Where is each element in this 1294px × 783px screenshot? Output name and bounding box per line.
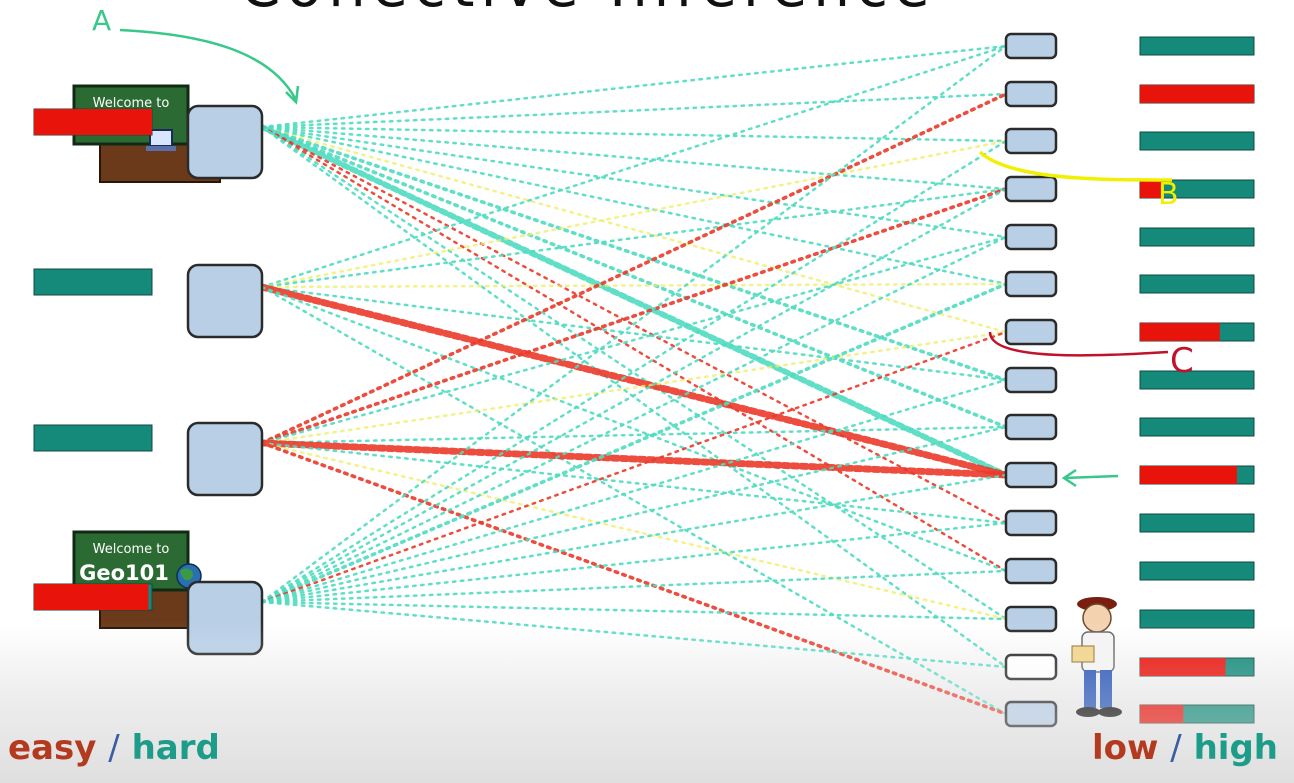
edge	[260, 425, 1008, 445]
edge	[260, 125, 1008, 669]
edge	[260, 139, 1008, 604]
slide-title: Collective Inference	[240, 0, 1200, 16]
edge	[260, 285, 1008, 573]
left-node	[186, 263, 264, 339]
right-node	[1004, 223, 1058, 251]
left-bar	[33, 108, 153, 136]
edge	[260, 125, 1008, 143]
right-bar	[1139, 417, 1255, 437]
legend-high: high	[1193, 728, 1278, 768]
legend-low: low	[1092, 728, 1159, 768]
right-bar	[1139, 370, 1255, 390]
annotation-b-label: B	[1158, 177, 1179, 212]
edge	[260, 378, 1008, 604]
left-bar	[33, 583, 153, 611]
left-bar	[33, 268, 153, 296]
edge	[260, 125, 1008, 429]
right-bar	[1139, 513, 1255, 533]
edge	[260, 441, 1008, 621]
sign-line1: Welcome to	[93, 96, 170, 111]
legend-separator: /	[108, 728, 120, 768]
right-bar	[1139, 36, 1255, 56]
right-bar	[1139, 227, 1255, 247]
right-bar	[1139, 322, 1255, 342]
annotation-arrow	[1061, 468, 1119, 488]
computer-icon	[146, 129, 176, 151]
edge	[260, 282, 1008, 604]
right-node	[1004, 175, 1058, 203]
annotation-a: A	[92, 4, 300, 105]
left-node	[186, 421, 264, 497]
edge	[260, 521, 1008, 604]
edge	[260, 125, 1008, 382]
edge	[258, 283, 1010, 479]
legend-separator: /	[1170, 728, 1182, 768]
right-node	[1004, 32, 1058, 60]
sign-line1: Welcome to	[93, 542, 170, 557]
edges-layer	[258, 44, 1010, 716]
right-node	[1004, 366, 1058, 394]
right-node	[1004, 557, 1058, 585]
edge	[260, 425, 1008, 604]
annotation-c-label: C	[1170, 341, 1194, 381]
right-bar	[1139, 131, 1255, 151]
edge	[260, 235, 1008, 604]
right-node	[1004, 318, 1058, 346]
right-bar	[1139, 179, 1255, 199]
edge	[260, 125, 1008, 239]
right-bar	[1139, 561, 1255, 581]
right-nodes	[1004, 32, 1058, 728]
floor-shade	[0, 620, 1294, 783]
right-node	[1004, 270, 1058, 298]
edge	[260, 330, 1008, 604]
legend-easy-hard: easy / hard	[8, 728, 220, 768]
edge	[260, 473, 1008, 604]
legend-hard: hard	[131, 728, 220, 768]
edge	[260, 125, 1008, 573]
legend-easy: easy	[8, 728, 97, 768]
right-node	[1004, 509, 1058, 537]
right-node	[1004, 127, 1058, 155]
edge	[260, 441, 1008, 525]
right-node	[1004, 413, 1058, 441]
edge	[260, 282, 1008, 289]
sign-line2: Geo101	[79, 561, 169, 585]
edge	[258, 439, 1010, 479]
left-node	[186, 104, 264, 180]
edge	[260, 330, 1008, 445]
edge	[260, 92, 1008, 445]
edge	[260, 44, 1008, 289]
right-node	[1004, 461, 1058, 489]
annotation-b: B	[978, 150, 1179, 212]
annotation-c: C	[988, 331, 1194, 381]
edge	[260, 125, 1008, 286]
annotation-a-label: A	[92, 4, 111, 37]
right-bar	[1139, 465, 1255, 485]
edge	[260, 44, 1008, 604]
right-node	[1004, 80, 1058, 108]
edge	[260, 92, 1008, 129]
edge	[260, 285, 1008, 382]
edge	[260, 187, 1008, 289]
left-bars	[33, 108, 153, 611]
welcome-sign-desk-icon: Welcome to Geo101	[72, 530, 202, 629]
right-bar	[1139, 84, 1255, 104]
edge	[260, 235, 1008, 445]
edge	[260, 44, 1008, 129]
edge	[260, 139, 1008, 289]
right-bars	[1139, 36, 1255, 724]
edge	[260, 187, 1008, 445]
legend-low-high: low / high	[1092, 728, 1278, 768]
right-bar	[1139, 274, 1255, 294]
edge	[260, 187, 1008, 604]
left-bar	[33, 424, 153, 452]
